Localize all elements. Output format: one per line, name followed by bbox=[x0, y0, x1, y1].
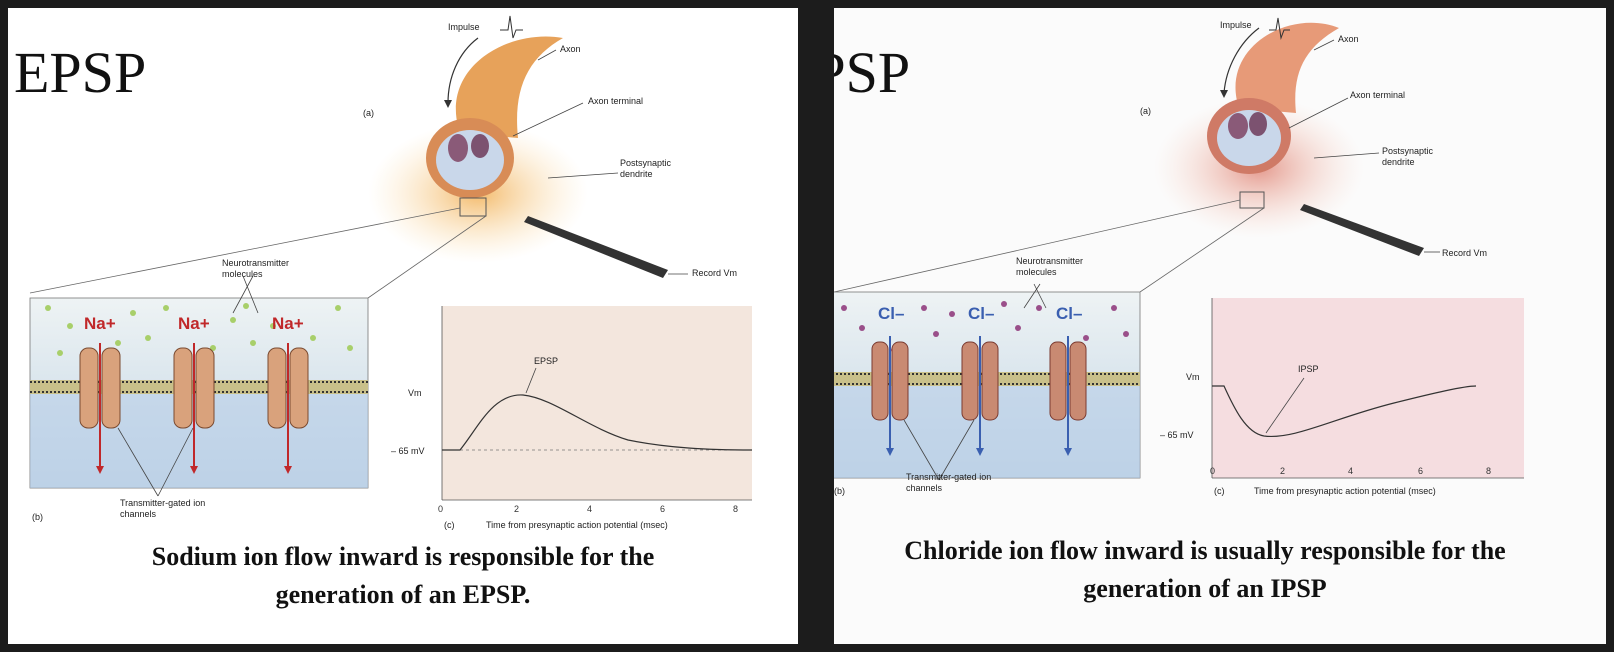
tick-0: 0 bbox=[1210, 466, 1216, 476]
ion-label-2: Na+ bbox=[178, 314, 210, 333]
ion-channel-2 bbox=[173, 343, 215, 474]
tick-8: 8 bbox=[1486, 466, 1492, 476]
epsp-title: EPSP bbox=[14, 40, 147, 105]
graph-baseline-label: – 65 mV bbox=[1160, 430, 1194, 440]
graph-ylabel: Vm bbox=[1186, 372, 1200, 382]
label-b: (b) bbox=[32, 512, 43, 522]
label-neurotransmitter: Neurotransmitter molecules bbox=[1016, 256, 1084, 277]
ipsp-diagram bbox=[834, 17, 1524, 481]
caption-line-1: Chloride ion flow inward is usually resp… bbox=[904, 536, 1506, 565]
graph-label: EPSP bbox=[534, 356, 559, 366]
ion-label-1: Cl– bbox=[878, 304, 905, 323]
synapse-zoom-box bbox=[459, 197, 487, 217]
ion-label-2: Cl– bbox=[968, 304, 995, 323]
label-postsynaptic-dendrite: Postsynaptic dendrite bbox=[1382, 146, 1434, 167]
label-axon-terminal: Axon terminal bbox=[1350, 90, 1406, 100]
epsp-diagram bbox=[29, 15, 753, 501]
ipsp-panel: IPSP bbox=[834, 8, 1606, 644]
caption-line-1: Sodium ion flow inward is responsible fo… bbox=[151, 542, 655, 571]
ion-label-1: Na+ bbox=[84, 314, 116, 333]
tick-2: 2 bbox=[1280, 466, 1286, 476]
caption-line-2: generation of an EPSP. bbox=[275, 580, 531, 609]
graph-ylabel: Vm bbox=[408, 388, 422, 398]
label-axon: Axon bbox=[1338, 34, 1359, 44]
label-postsynaptic-dendrite: Postsynaptic dendrite bbox=[620, 158, 672, 179]
graph-c: (c) bbox=[444, 520, 455, 530]
tick-0: 0 bbox=[438, 504, 444, 514]
tick-8: 8 bbox=[733, 504, 739, 514]
label-impulse: Impulse bbox=[448, 22, 480, 32]
neurotransmitter-dots bbox=[45, 303, 353, 356]
tick-6: 6 bbox=[1418, 466, 1424, 476]
label-b: (b) bbox=[834, 486, 845, 496]
label-record: Record Vm bbox=[692, 268, 738, 278]
epsp-graph-bg bbox=[442, 306, 752, 500]
graph-c: (c) bbox=[1214, 486, 1225, 496]
ion-channel-3 bbox=[1049, 336, 1087, 456]
tick-4: 4 bbox=[587, 504, 593, 514]
ipsp-title: IPSP bbox=[834, 40, 911, 105]
tick-2: 2 bbox=[514, 504, 520, 514]
caption-line-2: generation of an IPSP bbox=[1083, 574, 1327, 603]
tick-6: 6 bbox=[660, 504, 666, 514]
recording-electrode bbox=[1300, 204, 1424, 256]
ion-channel-3 bbox=[267, 343, 309, 474]
axon bbox=[1235, 22, 1339, 113]
label-impulse: Impulse bbox=[1220, 20, 1252, 30]
epsp-curve bbox=[442, 394, 753, 451]
graph-baseline-label: – 65 mV bbox=[391, 446, 425, 456]
label-axon-terminal: Axon terminal bbox=[588, 96, 644, 106]
label-channels: Transmitter-gated ion channels bbox=[906, 472, 992, 493]
ipsp-caption: Chloride ion flow inward is usually resp… bbox=[834, 532, 1606, 608]
label-axon: Axon bbox=[560, 44, 581, 54]
graph-xlabel: Time from presynaptic action potential (… bbox=[486, 520, 668, 530]
recording-electrode bbox=[524, 216, 668, 278]
ion-channel-1 bbox=[79, 343, 121, 474]
graph-xlabel: Time from presynaptic action potential (… bbox=[1254, 486, 1436, 496]
axon bbox=[455, 36, 563, 138]
epsp-panel: EPSP bbox=[8, 8, 798, 644]
label-channels: Transmitter-gated ion channels bbox=[120, 498, 206, 519]
ion-label-3: Na+ bbox=[272, 314, 304, 333]
ipsp-graph-bg bbox=[1212, 298, 1524, 478]
label-neurotransmitter: Neurotransmitter molecules bbox=[222, 258, 290, 279]
ion-label-3: Cl– bbox=[1056, 304, 1083, 323]
ion-channel-2 bbox=[961, 336, 999, 456]
label-a: (a) bbox=[363, 108, 374, 118]
ipsp-curve bbox=[1212, 385, 1477, 438]
label-record: Record Vm bbox=[1442, 248, 1488, 258]
label-a: (a) bbox=[1140, 106, 1151, 116]
epsp-caption: Sodium ion flow inward is responsible fo… bbox=[8, 538, 798, 614]
ion-channel-1 bbox=[871, 336, 909, 456]
tick-4: 4 bbox=[1348, 466, 1354, 476]
graph-label: IPSP bbox=[1298, 364, 1319, 374]
